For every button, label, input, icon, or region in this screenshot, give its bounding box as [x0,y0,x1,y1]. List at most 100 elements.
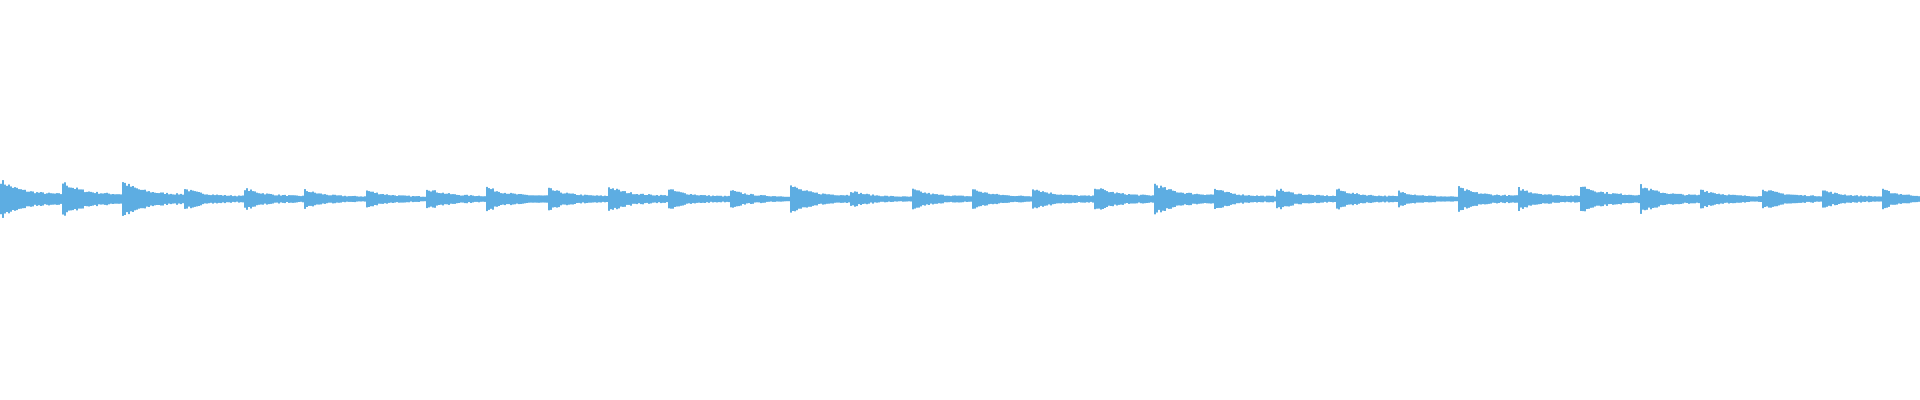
waveform-bar [1600,191,1602,207]
waveform-bar [6,185,8,212]
waveform-bar [172,194,174,204]
waveform-bar [456,194,458,204]
waveform-bar [1360,195,1362,203]
waveform-bar [658,195,660,203]
waveform-bar [1708,192,1710,206]
waveform-bar [828,194,830,204]
waveform-bar [932,193,934,205]
waveform-bar [1182,192,1184,206]
waveform-bar [814,192,816,206]
waveform-bar [320,193,322,205]
waveform-bar [1652,190,1654,208]
waveform-bar [426,189,428,209]
waveform-bar [1426,196,1428,203]
waveform-bar [1716,194,1718,204]
waveform-bar [1344,191,1346,207]
waveform-bar [54,193,56,205]
waveform-bar [1342,191,1344,207]
waveform-bar [94,193,96,205]
waveform-bar [834,195,836,203]
waveform-bar [248,191,250,207]
waveform-bar [170,193,172,205]
waveform-bar [1336,189,1338,209]
waveform-bar [32,191,34,207]
waveform-bar [792,187,794,211]
waveform-bar [502,193,504,205]
waveform-bar [1846,195,1848,203]
waveform-bar [518,194,520,205]
waveform-bar [812,192,814,206]
waveform-bar [1492,195,1494,203]
waveform-bar [614,190,616,208]
waveform-bar [1042,191,1044,207]
waveform-bar [1672,193,1674,205]
waveform-bar [740,192,742,206]
waveform-bar [1640,184,1642,214]
waveform-bar [666,195,668,203]
waveform-bar [950,196,952,202]
waveform-bar [424,196,426,202]
waveform-bar [570,193,572,205]
waveform-bar [1738,195,1740,203]
waveform-bar [314,192,316,206]
waveform-bar [1798,195,1800,203]
waveform-bar [910,196,912,202]
waveform-bar [642,193,644,205]
waveform-bar [364,196,366,202]
waveform-bar [1014,196,1016,202]
waveform-bar [90,191,92,206]
waveform-bar [1454,196,1456,202]
waveform-bar [134,187,136,211]
waveform-bar [602,196,604,202]
waveform-bar [1314,195,1316,203]
waveform-bar [544,195,546,203]
waveform-bar [1552,195,1554,203]
waveform-bar [1122,193,1124,205]
waveform-bar [760,195,762,204]
waveform-bar [232,196,234,202]
waveform-bar [988,193,990,205]
waveform-bar [1508,195,1510,204]
waveform-bar [946,195,948,203]
waveform-bar [1656,190,1658,208]
waveform-bar [1316,194,1318,204]
waveform-bar [1628,194,1630,204]
waveform-bar [1706,191,1708,207]
waveform-bar [1654,190,1656,208]
waveform-bar [1820,196,1822,202]
waveform-bar [1408,194,1410,204]
waveform-bar [468,195,470,203]
waveform-bar [1382,196,1384,202]
waveform-bar [1372,195,1374,203]
waveform-bar [1380,195,1382,203]
waveform-bar [460,195,462,203]
waveform-bar [964,196,966,202]
waveform-bar [904,196,906,202]
waveform-bar [412,196,414,203]
waveform-bar [1120,193,1122,205]
waveform-bar [1796,194,1798,204]
waveform-bar [896,196,898,202]
waveform-bar [810,191,812,207]
waveform-bar [1420,195,1422,203]
waveform-bar [1624,194,1626,204]
waveform-bar [1270,195,1272,203]
waveform-bar [538,195,540,203]
waveform-bar [104,193,106,205]
waveform-bar [846,194,848,203]
waveform-bar [1406,194,1408,204]
waveform-bar [1598,192,1600,206]
waveform-bar [130,186,132,212]
waveform-bar [1452,196,1454,202]
waveform-bar [366,190,368,208]
waveform-bar [446,193,448,205]
waveform-bar [664,195,666,203]
waveform-bar [1076,195,1078,203]
waveform-bar [722,196,724,202]
waveform-bar [1882,188,1884,210]
waveform-bar [1400,192,1402,206]
waveform-bar [1674,193,1676,205]
waveform-bar [558,190,560,208]
waveform-bar [470,195,472,203]
